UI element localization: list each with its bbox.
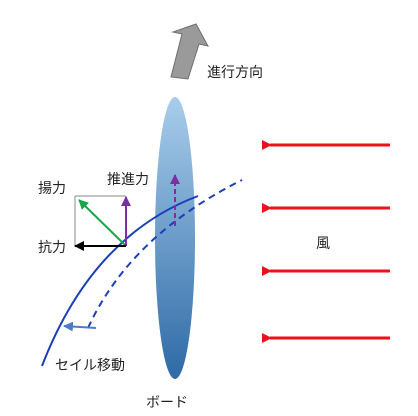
board-label: ボード xyxy=(146,395,188,411)
sail-curve xyxy=(41,195,199,367)
lift-label: 揚力 xyxy=(38,180,66,197)
sail-moved-curve xyxy=(87,179,243,329)
board xyxy=(155,97,195,379)
direction-label: 進行方向 xyxy=(207,65,263,81)
drag-label: 抗力 xyxy=(38,240,66,256)
sail-move-arrow xyxy=(63,321,97,332)
direction-arrow xyxy=(170,23,209,80)
lift-arrow xyxy=(78,199,127,247)
wind-arrows xyxy=(262,140,390,343)
force-box xyxy=(74,195,126,246)
wind-label: 風 xyxy=(316,236,330,252)
sail-move-label: セイル移動 xyxy=(55,358,125,374)
thrust-label: 推進力 xyxy=(107,172,149,188)
